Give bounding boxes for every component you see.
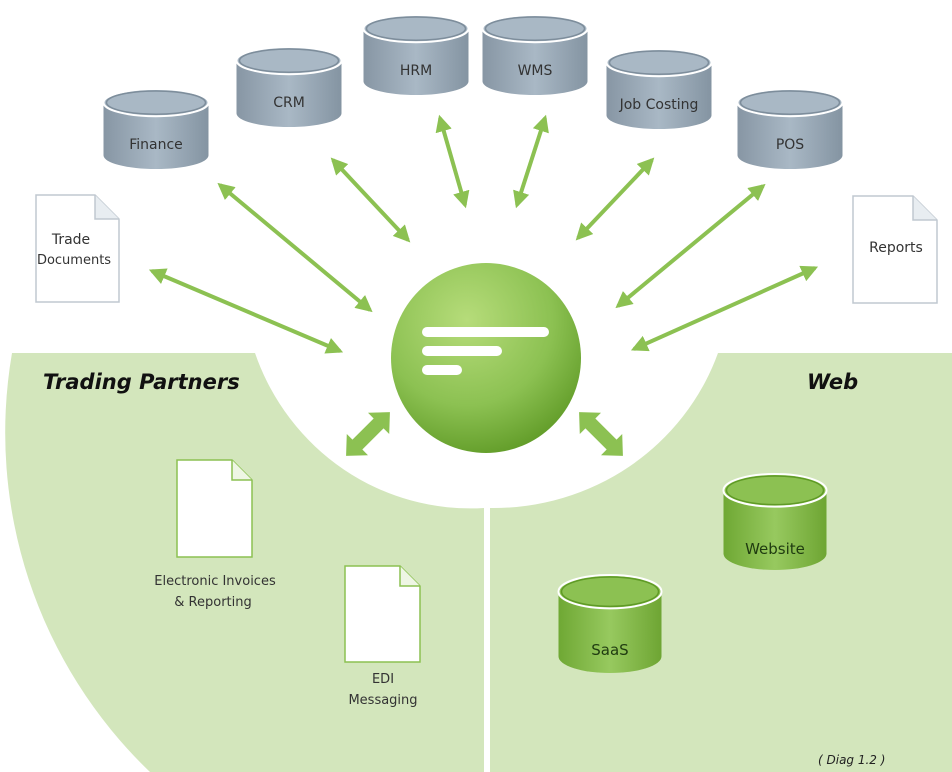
document-icon: [852, 195, 938, 304]
db-pos-label: POS: [776, 137, 804, 153]
database-icon: [736, 88, 844, 169]
db-wms-label: WMS: [518, 63, 553, 79]
arrow-reports: [630, 265, 819, 352]
arrow-pos: [615, 183, 766, 309]
reports: Reports: [852, 195, 938, 304]
trade-documents-line1: Trade: [51, 232, 90, 248]
db-hrm: HRM: [362, 14, 470, 96]
db-wms: WMS: [481, 14, 589, 96]
document-icon: [35, 194, 120, 303]
database-icon: [102, 88, 210, 169]
electronic-invoices: Electronic Invoices & Reporting: [154, 459, 276, 610]
database-icon: [557, 574, 663, 673]
integration-hub-icon: [391, 263, 581, 453]
arrow-wms: [513, 114, 549, 209]
arrow-crm: [330, 157, 411, 243]
trade-documents: Trade Documents: [35, 194, 120, 303]
web-heading: Web: [807, 370, 858, 394]
db-finance-label: Finance: [129, 137, 183, 153]
database-icon: [605, 48, 713, 129]
db-pos: POS: [736, 88, 844, 169]
edi-messaging-line1: EDI: [372, 672, 394, 687]
db-hrm-label: HRM: [400, 63, 432, 79]
db-finance: Finance: [102, 88, 210, 169]
connector-arrows: [148, 114, 819, 354]
database-icon: [235, 46, 343, 127]
panel-arrow-left: [346, 412, 390, 456]
db-crm: CRM: [235, 46, 343, 127]
document-icon: [176, 459, 253, 558]
document-icon: [344, 565, 421, 663]
db-website-label: Website: [745, 540, 805, 558]
electronic-invoices-line2: & Reporting: [174, 595, 251, 610]
db-saas: SaaS: [557, 574, 663, 673]
edi-messaging: EDI Messaging: [344, 565, 421, 708]
panel-arrow-right: [579, 412, 623, 456]
db-crm-label: CRM: [273, 95, 305, 111]
arrow-job-costing: [575, 157, 655, 241]
trading-partners-panel: [5, 353, 484, 772]
integration-hub: [391, 263, 581, 453]
db-website: Website: [722, 473, 828, 570]
db-job-costing: Job Costing: [605, 48, 713, 129]
arrow-hrm: [435, 114, 470, 209]
database-icon: [722, 473, 828, 570]
arrow-finance: [217, 182, 373, 313]
edi-messaging-line2: Messaging: [348, 693, 417, 708]
electronic-invoices-line1: Electronic Invoices: [154, 574, 276, 589]
database-icon: [481, 14, 589, 96]
diagram-caption: ( Diag 1.2 ): [818, 753, 885, 767]
db-job-costing-label: Job Costing: [619, 97, 699, 113]
trade-documents-line2: Documents: [37, 253, 111, 268]
arrow-trade-documents: [148, 268, 344, 354]
trading-partners-heading: Trading Partners: [43, 370, 240, 394]
database-icon: [362, 14, 470, 96]
db-saas-label: SaaS: [591, 641, 628, 659]
reports-label: Reports: [869, 240, 923, 256]
